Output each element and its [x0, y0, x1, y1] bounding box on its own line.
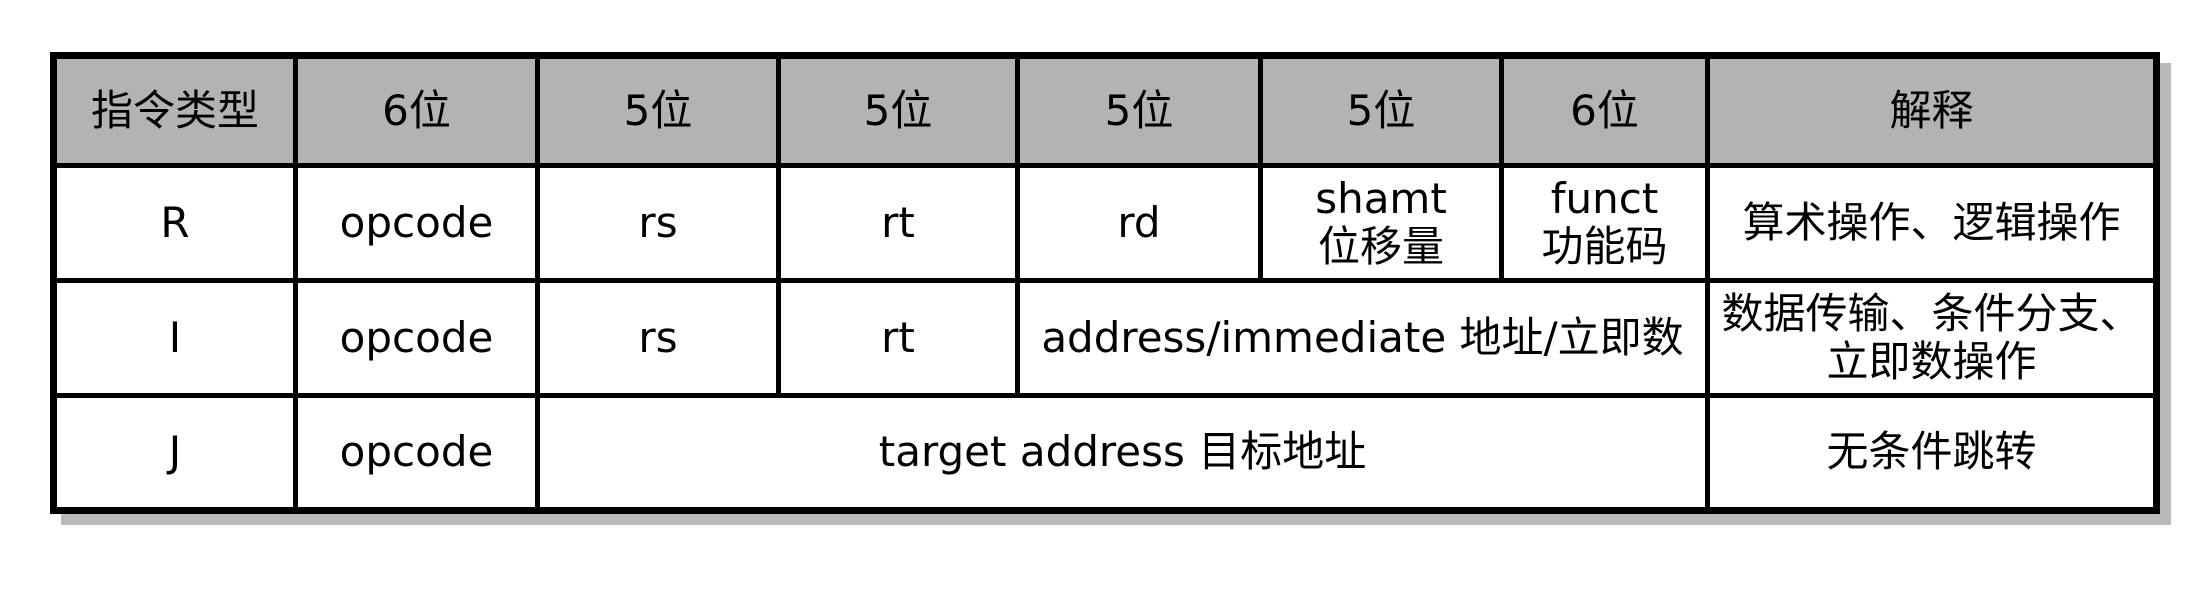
- cell-r-explanation: 算术操作、逻辑操作: [1705, 163, 2159, 283]
- header-cell-bits-5c: 5位: [1015, 53, 1263, 168]
- cell-i-type: I: [51, 278, 298, 398]
- table-row-r: R opcode rs rt rd shamt 位移量 funct 功能码 算术…: [51, 163, 2159, 283]
- table-row-i: I opcode rs rt address/immediate 地址/立即数 …: [51, 278, 2159, 398]
- cell-i-explanation: 数据传输、条件分支、 立即数操作: [1705, 278, 2159, 398]
- cell-i-rt: rt: [776, 278, 1020, 398]
- cell-j-explanation: 无条件跳转: [1705, 393, 2159, 513]
- cell-j-type: J: [51, 393, 298, 513]
- instruction-format-table: 指令类型 6位 5位 5位 5位 5位 6位 解释 R opcode rs rt…: [50, 52, 2160, 514]
- cell-r-rs: rs: [535, 163, 781, 283]
- header-cell-bits-5a: 5位: [535, 53, 781, 168]
- cell-r-rt: rt: [776, 163, 1020, 283]
- header-cell-bits-6a: 6位: [293, 53, 540, 168]
- cell-r-funct: funct 功能码: [1499, 163, 1710, 283]
- header-cell-bits-6b: 6位: [1499, 53, 1710, 168]
- header-cell-instruction-type: 指令类型: [51, 53, 298, 168]
- header-cell-bits-5d: 5位: [1258, 53, 1504, 168]
- cell-i-rs: rs: [535, 278, 781, 398]
- cell-r-type: R: [51, 163, 298, 283]
- table-header-row: 指令类型 6位 5位 5位 5位 5位 6位 解释: [51, 53, 2159, 168]
- cell-i-address-immediate: address/immediate 地址/立即数: [1015, 278, 1710, 398]
- cell-r-rd: rd: [1015, 163, 1263, 283]
- cell-j-opcode: opcode: [293, 393, 540, 513]
- table-row-j: J opcode target address 目标地址 无条件跳转: [51, 393, 2159, 513]
- cell-r-opcode: opcode: [293, 163, 540, 283]
- cell-r-shamt: shamt 位移量: [1258, 163, 1504, 283]
- header-cell-explanation: 解释: [1705, 53, 2159, 168]
- cell-j-target-address: target address 目标地址: [535, 393, 1710, 513]
- cell-i-opcode: opcode: [293, 278, 540, 398]
- header-cell-bits-5b: 5位: [776, 53, 1020, 168]
